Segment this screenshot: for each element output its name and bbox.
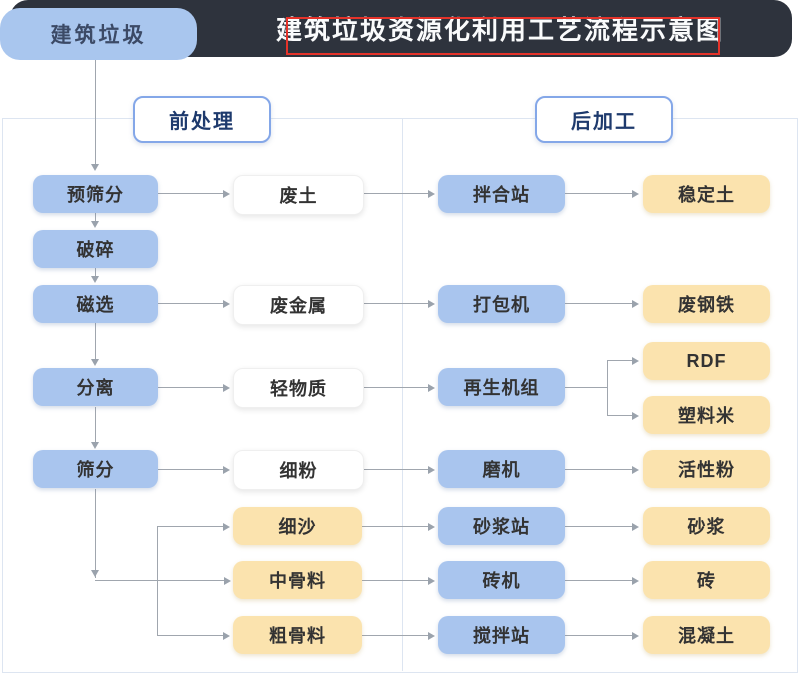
arrowhead-scrap-steel <box>632 300 639 308</box>
node-waste-metal: 废金属 <box>233 285 364 325</box>
arrowhead-stabilized-soil <box>632 190 639 198</box>
node-pre-screening: 预筛分 <box>33 175 158 213</box>
arrowhead-active-powder <box>632 466 639 474</box>
arrowhead-mortar <box>632 523 639 531</box>
arrowhead-down-magnetic <box>91 276 99 283</box>
arrowhead-baler <box>428 300 435 308</box>
node-light-material: 轻物质 <box>233 368 364 408</box>
node-active-powder: 活性粉 <box>643 450 770 488</box>
arrowhead-waste-soil <box>223 190 230 198</box>
title-highlight-box <box>286 17 720 55</box>
diagram-frame <box>2 118 798 673</box>
node-separation: 分离 <box>33 368 158 406</box>
arrow-waste-soil-to-mixing-station <box>362 193 429 194</box>
node-brick: 砖 <box>643 561 770 599</box>
arrow-fine-powder-to-mill <box>362 469 429 470</box>
node-regeneration-unit: 再生机组 <box>438 368 565 406</box>
node-coarse-aggregate: 粗骨料 <box>233 616 362 654</box>
arrow-badge-to-pre-screening <box>95 60 96 165</box>
arrowhead-down-screening <box>91 442 99 449</box>
node-scrap-steel: 废钢铁 <box>643 285 770 323</box>
arrow-screening-down-elbow <box>95 489 96 578</box>
node-screening: 筛分 <box>33 450 158 488</box>
arrowhead-fine-powder <box>223 466 230 474</box>
node-fine-sand: 细沙 <box>233 507 362 545</box>
arrow-brick-machine-to-brick <box>565 580 633 581</box>
branch-line-aggregates <box>157 526 158 636</box>
arrowhead-mixing-station <box>428 190 435 198</box>
node-waste-soil: 废土 <box>233 175 364 215</box>
arrowhead-mortar-station <box>428 523 435 531</box>
arrow-screening-to-fine-powder <box>158 469 224 470</box>
arrow-pre-screening-to-waste-soil <box>158 193 224 194</box>
section-post-processing-label: 后加工 <box>571 111 637 133</box>
arrowhead-down-separation <box>91 359 99 366</box>
arrowhead-down-elbow <box>91 570 99 577</box>
arrowhead-down-pre-screening <box>91 164 99 171</box>
node-brick-machine: 砖机 <box>438 561 565 599</box>
arrow-baler-to-scrap-steel <box>565 303 633 304</box>
arrow-coarse-aggregate-to-concrete-station <box>362 635 429 636</box>
arrow-branch-to-coarse-aggregate <box>157 635 224 636</box>
node-mixing-station: 拌合站 <box>438 175 565 213</box>
node-rdf: RDF <box>643 342 770 380</box>
source-badge: 建筑垃圾 <box>0 8 197 60</box>
section-pre-processing: 前处理 <box>133 96 271 143</box>
arrowhead-concrete-station <box>428 632 435 640</box>
arrow-mixing-station-to-stabilized-soil <box>565 193 633 194</box>
section-pre-processing-label: 前处理 <box>169 111 235 133</box>
arrowhead-rdf <box>632 357 639 365</box>
arrow-mill-to-active-powder <box>565 469 633 470</box>
arrowhead-plastic-pellets <box>632 412 639 420</box>
arrow-branch-to-plastic-pellets <box>607 415 633 416</box>
arrow-waste-metal-to-baler <box>362 303 429 304</box>
arrow-separation-to-screening <box>95 407 96 443</box>
node-baler: 打包机 <box>438 285 565 323</box>
node-fine-powder: 细粉 <box>233 450 364 490</box>
arrowhead-concrete <box>632 632 639 640</box>
arrowhead-regeneration <box>428 384 435 392</box>
node-plastic-pellets: 塑料米 <box>643 396 770 434</box>
arrow-medium-aggregate-to-brick-machine <box>362 580 429 581</box>
arrow-pre-screening-to-crushing <box>95 213 96 222</box>
arrow-light-material-to-regeneration <box>362 387 429 388</box>
source-badge-label: 建筑垃圾 <box>50 24 147 47</box>
node-mortar-station: 砂浆站 <box>438 507 565 545</box>
branch-line-regeneration <box>607 360 608 416</box>
arrowhead-fine-sand <box>223 523 230 531</box>
node-magnetic-separation: 磁选 <box>33 285 158 323</box>
arrow-mortar-station-to-mortar <box>565 526 633 527</box>
arrowhead-brick-machine <box>428 577 435 585</box>
arrowhead-down-crushing <box>91 221 99 228</box>
arrow-branch-to-rdf <box>607 360 633 361</box>
arrowhead-mill <box>428 466 435 474</box>
arrowhead-waste-metal <box>223 300 230 308</box>
arrow-magnetic-to-waste-metal <box>158 303 224 304</box>
column-divider-line <box>402 118 403 671</box>
arrow-fine-sand-to-mortar-station <box>362 526 429 527</box>
arrow-regeneration-stub <box>565 387 607 388</box>
arrow-separation-to-light-material <box>158 387 224 388</box>
arrowhead-medium-aggregate <box>224 577 231 585</box>
section-post-processing: 后加工 <box>535 96 673 143</box>
arrow-elbow-to-medium-aggregate <box>95 580 225 581</box>
arrowhead-brick <box>632 577 639 585</box>
page-title: 建筑垃圾资源化利用工艺流程示意图 <box>275 15 724 45</box>
arrowhead-coarse-aggregate <box>223 632 230 640</box>
arrow-crushing-to-magnetic <box>95 268 96 277</box>
node-mortar: 砂浆 <box>643 507 770 545</box>
arrowhead-light-material <box>223 384 230 392</box>
arrow-branch-to-fine-sand <box>157 526 224 527</box>
arrow-concrete-station-to-concrete <box>565 635 633 636</box>
node-concrete: 混凝土 <box>643 616 770 654</box>
node-mill: 磨机 <box>438 450 565 488</box>
node-crushing: 破碎 <box>33 230 158 268</box>
node-medium-aggregate: 中骨料 <box>233 561 362 599</box>
node-stabilized-soil: 稳定土 <box>643 175 770 213</box>
node-concrete-mixing-station: 搅拌站 <box>438 616 565 654</box>
arrow-magnetic-to-separation <box>95 323 96 360</box>
